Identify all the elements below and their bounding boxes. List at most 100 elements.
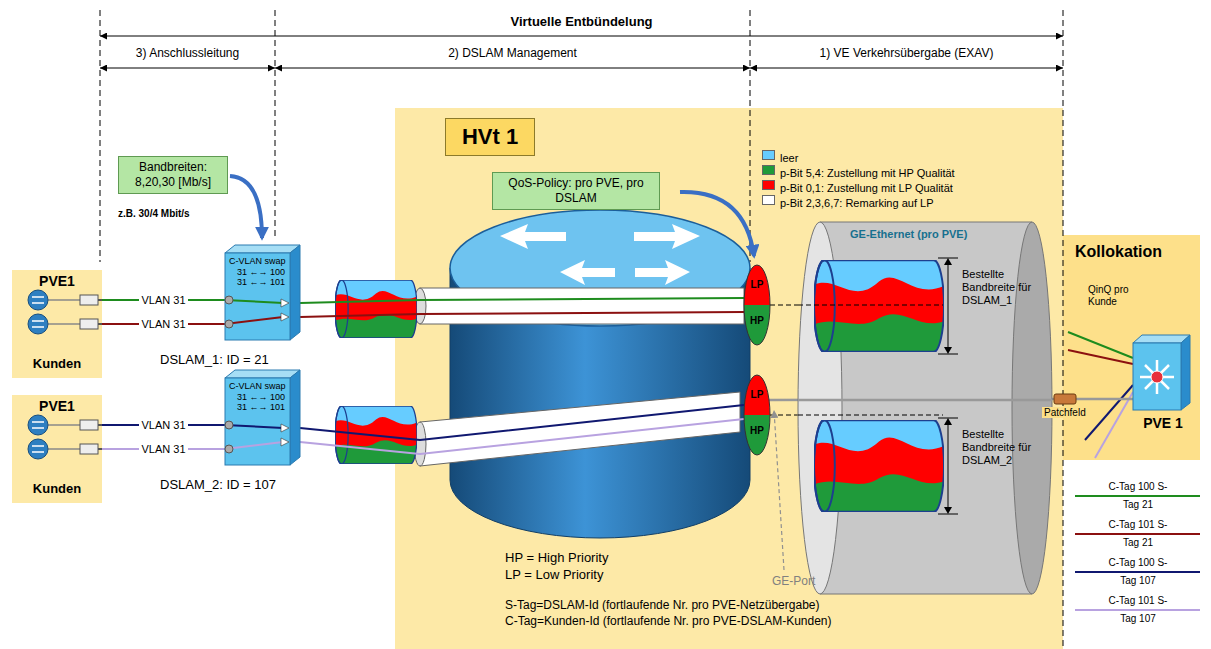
customer-box-shape-part [28,290,48,310]
node-text: DSLAM_1: ID = 21 [160,352,269,367]
node-text: Kollokation [1075,243,1162,261]
node-text: LP [744,389,770,400]
customer-box-shape-part [32,446,44,452]
patch-panel-shape-part [1054,394,1076,404]
ge-ethernet-cylinder-shape-part [938,514,958,515]
vlan-connection [300,312,744,317]
annotation-text: Bestellte Bandbreite für DSLAM_2 [962,428,1034,467]
pve-switch: PVE 1 [1133,335,1190,410]
callout-arrow [230,176,262,238]
priority-queue-shape-part [744,265,770,305]
node-text: GE-Ethernet (pro PVE) [850,228,967,240]
ge-ethernet-cylinder-shape-part-part [798,415,943,416]
hvt-region-ground [395,108,1063,649]
router-cylinder-part [634,224,700,249]
annotation-text: Bestellte Bandbreite für DSLAM_1 [962,268,1034,307]
annotation-text: HP = High Priority [505,550,608,565]
node-text: 31 ←→ 100 [237,392,285,402]
patch-panel: Patchfeld [1054,394,1076,404]
legend-entry: C-Tag 100 S-Tag 21 [1075,478,1200,514]
node-text: HVt 1 [445,118,535,156]
vlan-connection [300,405,744,440]
legend-entry: p-Bit 2,3,6,7: Remarking auf LP [762,193,915,207]
annotation-text: C-Tag=Kunden-Id (fortlaufende Nr. pro PV… [505,614,832,628]
dslam-switch-shape-part [281,313,289,321]
ge-ethernet-cylinder-shape-part [944,507,952,514]
customer-box-shape-part [48,424,80,426]
vlan-label: VLAN 31 [139,294,187,307]
port-line [770,305,798,415]
ge-ethernet-cylinder-shape-part [814,260,944,352]
customer-box-shape-part [12,395,102,503]
ge-ethernet-cylinder: GE-Ethernet (pro PVE) [798,222,1052,594]
priority-queue-shape-part [744,265,770,345]
priority-queue-shape [744,265,770,345]
dslam-switch-shape-part [225,378,290,465]
node-text: HP [744,425,770,436]
kollokation-ground [1063,235,1200,460]
section-divider-part [275,10,276,238]
node-text: 31 ←→ 100 [237,267,285,277]
legend-text: p-Bit 0,1: Zustellung mit LP Qualität [780,182,953,194]
ge-ethernet-cylinder-shape [798,222,1052,594]
traffic-pipe-part [420,392,740,466]
dslam-switch-shape-part [225,296,233,304]
node-text: LP [744,279,770,290]
port-line-part [770,305,798,306]
callout-arrow [680,192,754,256]
pve-switch-shape-part [1151,371,1163,383]
legend-entry: C-Tag 101 S-Tag 107 [1075,592,1200,628]
legend-text: C-Tag 101 S-Tag 21 [1107,516,1169,552]
ge-ethernet-cylinder-shape-part [820,222,1032,223]
legend-text: C-Tag 101 S-Tag 107 [1107,592,1169,628]
annotation-text: 3) Anschlussleitung [100,46,275,60]
vlan-connection [300,298,744,303]
annotation-text: S-Tag=DSLAM-Id (fortlaufende Nr. pro PVE… [505,598,819,612]
customer-box-shape-part [80,420,98,430]
ge-ethernet-cylinder-shape-part-part [798,305,943,306]
ge-ethernet-cylinder-shape-part [948,424,949,508]
annotation-text: z.B. 30/4 Mbit/s [118,208,190,219]
priority-queue-shape-part [744,415,770,455]
legend-line-sample [1075,533,1200,535]
ge-port-leader [774,410,784,570]
pve-switch-shape-part [1133,335,1190,343]
dslam-switch-shape-part [225,370,300,378]
dslam-switch-shape-part [225,300,283,303]
vlan-label: VLAN 31 [139,318,187,331]
section-bracket-part [275,68,750,69]
dslam-switch: C-VLAN swap31 ←→ 10031 ←→ 101DSLAM_1: ID… [225,245,300,340]
legend-entry: p-Bit 5,4: Zustellung mit HP Qualität [762,163,937,177]
annotation-text: Virtuelle Entbündelung [100,14,1063,29]
dslam-switch-shape-part [225,253,290,340]
router-cylinder-part [635,260,690,285]
legend-swatch [762,150,775,160]
ge-ethernet-cylinder-shape-part [820,594,1032,595]
site-region: HVt 1 QoS-Policy: pro PVE, pro DSLAM LP HP L… [395,108,1063,649]
customer-box-shape-part [32,321,44,327]
customer-box-shape-part [80,319,98,329]
customer-box-shape-part [28,314,48,334]
legend-entry: leer [762,148,780,162]
section-bracket-part [100,36,1063,37]
annotation-text: 1) VE Verkehrsübergabe (EXAV) [750,46,1063,60]
node-text: C-VLAN swap [229,256,286,266]
dslam-switch-shape-part [225,320,233,328]
annotation-text: QinQ pro Kunde [1088,284,1144,308]
dslam-switch: C-VLAN swap31 ←→ 10031 ←→ 101DSLAM_2: ID… [225,370,300,465]
callout-box: QoS-Policy: pro PVE, pro DSLAM [492,172,660,210]
node-text: HP [744,315,770,326]
legend-swatch [762,180,775,190]
customer-box-shape-part [28,415,48,435]
vlan-label: VLAN 31 [139,443,187,456]
section-divider-part [100,10,101,262]
legend-swatch [762,165,775,175]
legend-text: leer [780,152,798,164]
customer-box-shape-part [32,297,44,303]
node-text: C-VLAN swap [229,381,286,391]
node-text: DSLAM_2: ID = 107 [160,477,276,492]
customer-box-shape-part [32,422,44,428]
dslam-switch-shape-part [225,317,283,324]
section-bracket-part [100,68,275,69]
